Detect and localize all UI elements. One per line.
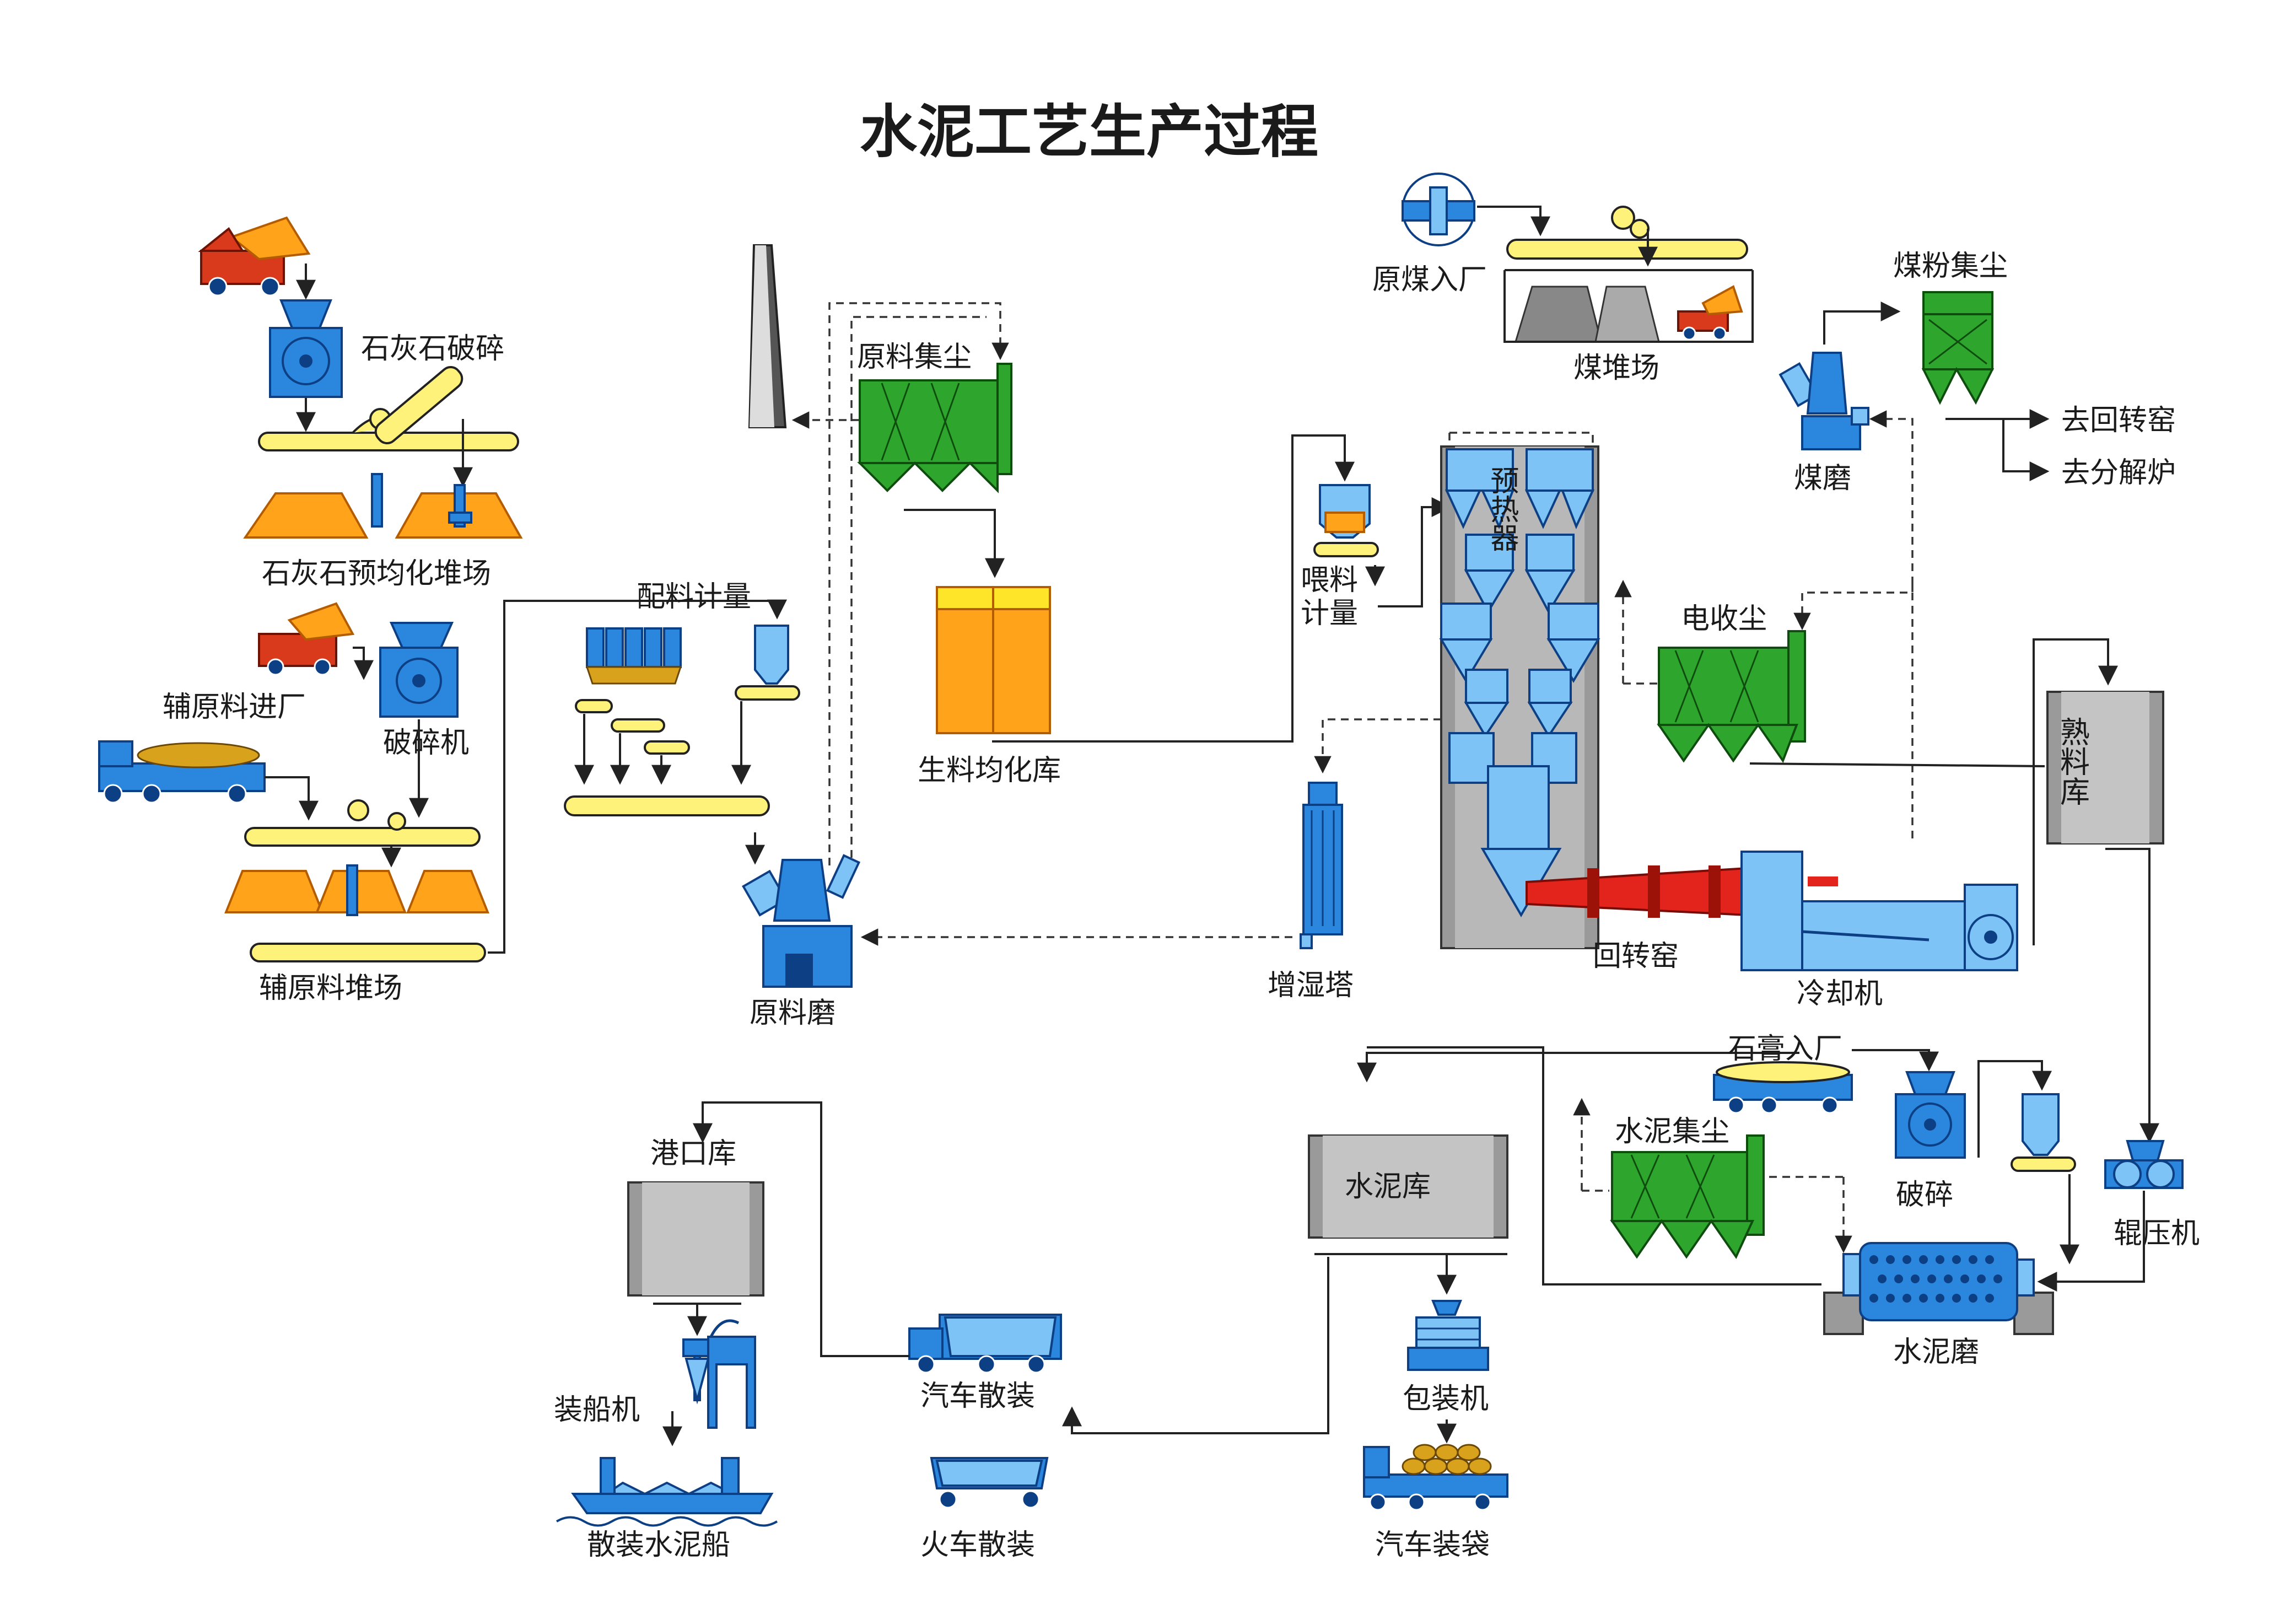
coal-mill-icon	[1778, 352, 1869, 450]
gypsum-truck-icon	[1713, 1061, 1853, 1114]
limestone-belt-conveyor	[258, 365, 519, 451]
kiln-label: 回转窑	[1593, 940, 1679, 973]
aux-crusher-icon	[379, 622, 459, 718]
humidifier-label: 增湿塔	[1268, 969, 1354, 1002]
feed-metering-label-1: 喂料	[1301, 564, 1358, 597]
additive-hopper-icon	[2011, 1093, 2076, 1172]
limestone-truck-icon	[198, 216, 311, 297]
coal-belt-conveyor	[1506, 206, 1748, 260]
limestone-stockpile-icon	[243, 473, 523, 539]
gypsum-crush-label: 破碎	[1896, 1179, 1953, 1212]
gypsum-in-label: 石膏入厂	[1728, 1032, 1842, 1066]
packer-label: 包装机	[1403, 1383, 1489, 1416]
cement-silo-label: 水泥库	[1345, 1170, 1431, 1203]
clinker-silo-label: 熟料库	[2055, 717, 2090, 806]
limestone-crusher-icon	[269, 299, 343, 398]
aux-belt-conveyor	[244, 799, 481, 847]
cement-mill-label: 水泥磨	[1893, 1336, 1979, 1369]
electrostatic-precipitator-icon	[1657, 630, 1806, 763]
to-kiln-label: 去回转窑	[2061, 404, 2176, 437]
coal-dust-collector-icon	[1921, 291, 1995, 405]
port-silo-icon	[627, 1181, 764, 1297]
coal-dust-label: 煤粉集尘	[1893, 250, 2008, 283]
aux-truck-icon	[258, 602, 355, 676]
raw-dust-collector-icon	[857, 363, 1012, 493]
crusher-label: 破碎机	[383, 727, 469, 760]
ship-loader-icon	[682, 1319, 756, 1429]
packer-icon	[1407, 1300, 1489, 1371]
cement-mill-icon	[1823, 1242, 2054, 1335]
train-wagon-icon	[930, 1457, 1049, 1509]
cement-silo-icon	[1308, 1134, 1508, 1239]
to-calciner-label: 去分解炉	[2061, 456, 2176, 490]
humidifier-tower-icon	[1300, 782, 1343, 949]
limestone-crushing-label: 石灰石破碎	[361, 332, 504, 365]
esp-label: 电收尘	[1681, 603, 1767, 636]
gypsum-crusher-icon	[1895, 1071, 1966, 1159]
roller-press-label: 辊压机	[2114, 1217, 2200, 1250]
raw-dust-label: 原料集尘	[857, 341, 972, 374]
cement-ship-icon	[556, 1457, 778, 1527]
feed-metering-label-2: 计量	[1301, 597, 1358, 630]
preheater-tower-icon	[1439, 432, 1600, 949]
aux-yard-belt	[250, 943, 486, 962]
cement-dust-label: 水泥集尘	[1615, 1115, 1729, 1148]
preheater-label: 预热器	[1485, 466, 1518, 552]
train-bulk-label: 火车散装	[920, 1529, 1035, 1562]
bag-truck-icon	[1363, 1444, 1508, 1511]
raw-mill-icon	[742, 854, 861, 988]
bulk-ship-label: 散装水泥船	[587, 1529, 730, 1562]
chimney-stack-icon	[748, 244, 787, 428]
raw-silo-label: 生料均化库	[918, 754, 1061, 787]
roller-press-icon	[2104, 1140, 2184, 1189]
coal-yard-icon	[1514, 285, 1743, 343]
coal-mill-label: 煤磨	[1794, 462, 1851, 495]
limestone-yard-label: 石灰石预均化堆场	[262, 557, 491, 590]
aux-stockpile-icon	[224, 864, 489, 916]
cooler-label: 冷却机	[1797, 977, 1883, 1010]
coal-in-label: 原煤入厂	[1372, 263, 1487, 297]
ship-loader-label: 装船机	[554, 1394, 640, 1427]
bulk-truck-icon	[908, 1314, 1062, 1374]
batching-collector-belt	[564, 795, 770, 816]
batching-small-belts	[575, 699, 690, 755]
aux-in-label: 辅原料进厂	[163, 691, 306, 724]
coal-yard-label: 煤堆场	[1573, 352, 1659, 385]
batching-label: 配料计量	[637, 580, 751, 614]
port-silo-label: 港口库	[650, 1137, 736, 1170]
diagram-title: 水泥工艺生产过程	[860, 98, 1318, 165]
batching-hoppers-icon	[585, 625, 800, 701]
raw-mill-label: 原料磨	[750, 997, 836, 1030]
truck-bag-label: 汽车装袋	[1375, 1529, 1490, 1562]
raw-homogenizing-silo-icon	[936, 586, 1051, 734]
cement-dust-collector-icon	[1610, 1134, 1765, 1260]
aux-flatbed-truck-icon	[98, 740, 266, 804]
truck-bulk-label: 汽车散装	[920, 1380, 1035, 1413]
rotary-kiln-icon	[1526, 865, 1748, 918]
coal-unloader-icon	[1402, 173, 1475, 246]
clinker-silo-icon	[2046, 691, 2164, 845]
aux-yard-label: 辅原料堆场	[259, 972, 402, 1005]
cooler-icon	[1740, 851, 2018, 971]
feed-metering-icon	[1313, 484, 1379, 557]
